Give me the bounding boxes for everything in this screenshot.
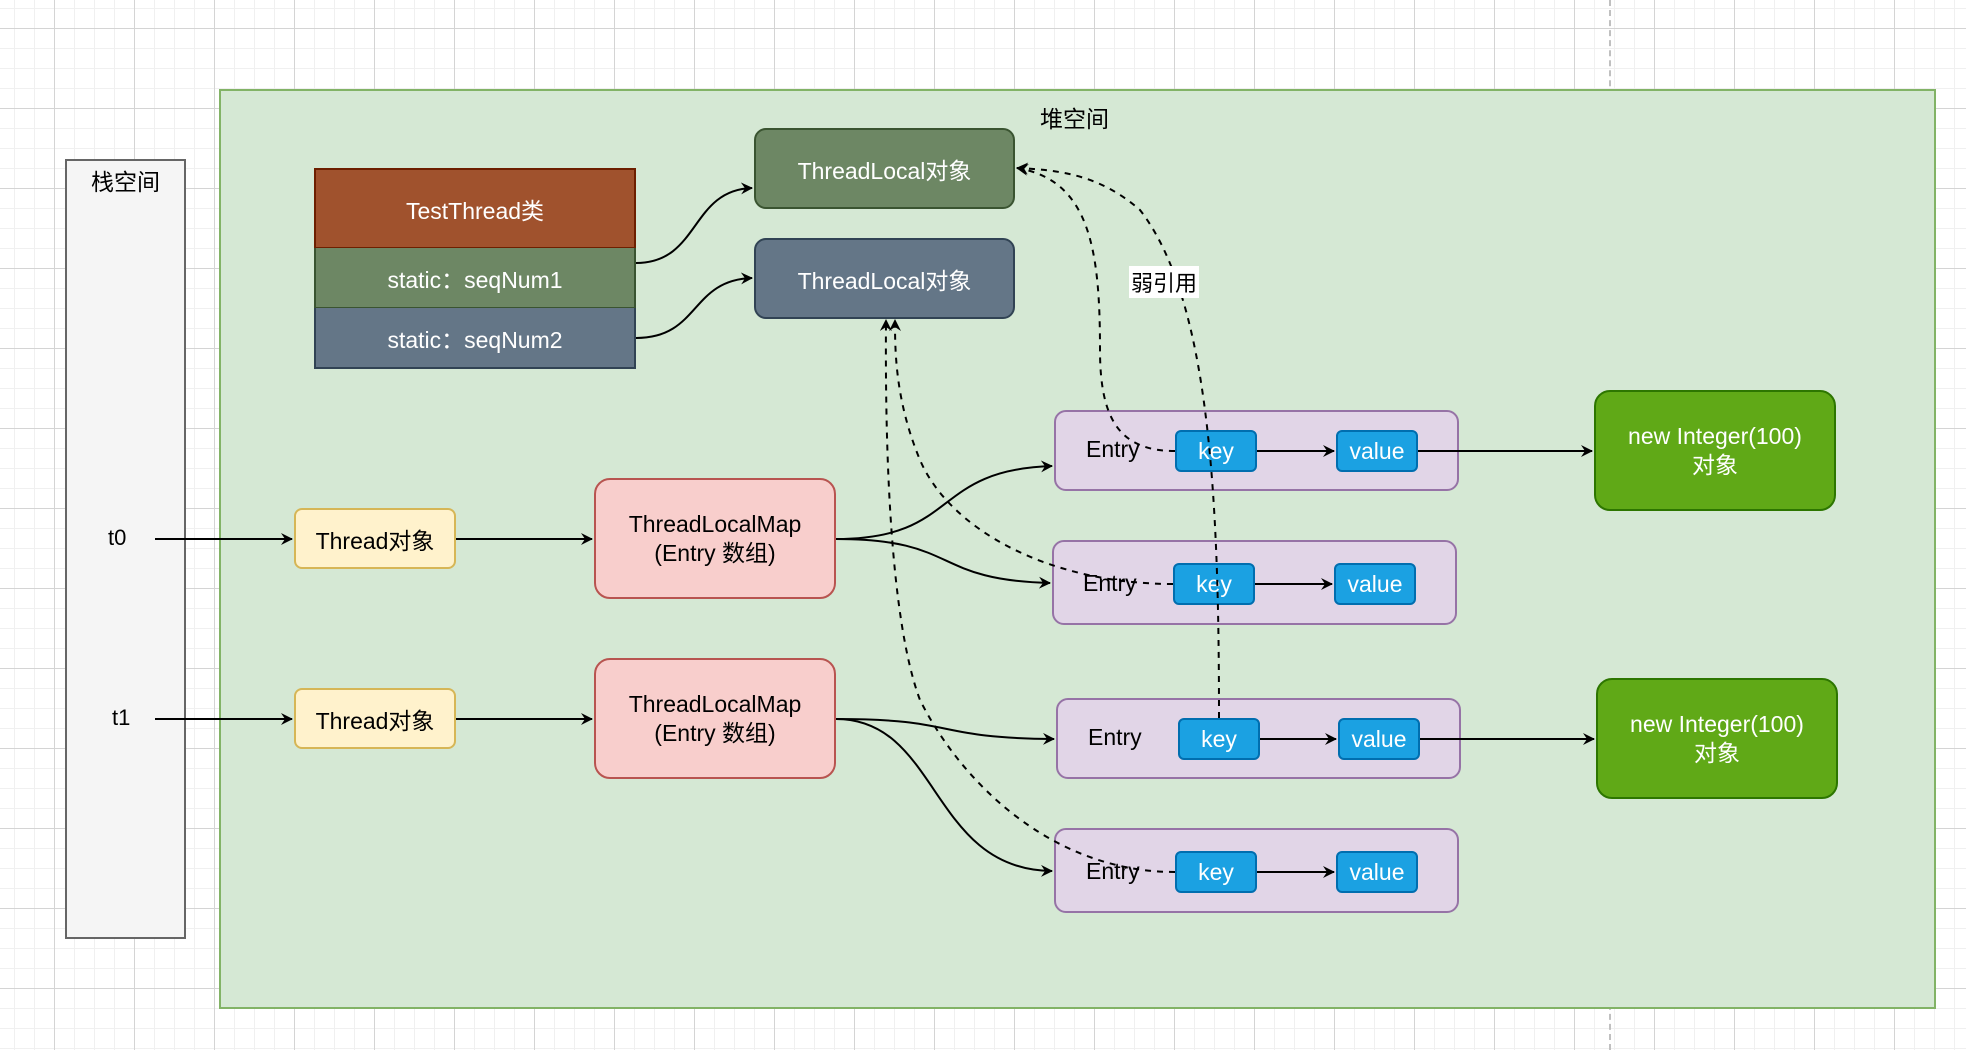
class-field-seqnum1[interactable]: static：seqNum1: [314, 248, 636, 309]
stack-space-title: 栈空间: [91, 169, 160, 195]
value-label: value: [1351, 725, 1407, 752]
key-label: key: [1196, 570, 1232, 597]
map-subtitle: (Entry 数组): [654, 719, 776, 746]
entry-label: Entry: [1086, 436, 1140, 462]
class-field-seqnum2[interactable]: static：seqNum2: [314, 308, 636, 369]
map-title: ThreadLocalMap: [628, 690, 802, 717]
integer-subtitle: 对象: [1693, 739, 1740, 766]
thread-object-t1[interactable]: Thread对象: [294, 688, 456, 749]
integer-object-2[interactable]: new Integer(100)对象: [1596, 678, 1838, 799]
entry-key-4[interactable]: key: [1175, 851, 1257, 893]
class-title: TestThread类: [405, 197, 545, 224]
threadlocalmap-t1[interactable]: ThreadLocalMap(Entry 数组): [594, 658, 836, 779]
thread-label: Thread对象: [315, 707, 435, 734]
integer-subtitle: 对象: [1691, 451, 1738, 478]
thread-var-t0: t0: [108, 525, 127, 550]
threadlocal-label: ThreadLocal对象: [797, 157, 972, 184]
key-label: key: [1201, 725, 1237, 752]
value-label: value: [1347, 570, 1403, 597]
entry-value-2[interactable]: value: [1334, 563, 1416, 605]
threadlocalmap-t0[interactable]: ThreadLocalMap(Entry 数组): [594, 478, 836, 599]
entry-label: Entry: [1088, 724, 1142, 750]
class-box-header[interactable]: TestThread类: [314, 168, 636, 249]
key-label: key: [1198, 858, 1234, 885]
entry-label: Entry: [1083, 570, 1137, 596]
entry-label: Entry: [1086, 858, 1140, 884]
integer-object-1[interactable]: new Integer(100)对象: [1594, 390, 1836, 511]
map-subtitle: (Entry 数组): [654, 539, 776, 566]
thread-object-t0[interactable]: Thread对象: [294, 508, 456, 569]
value-label: value: [1349, 858, 1405, 885]
integer-title: new Integer(100): [1630, 710, 1804, 737]
field-label: static：seqNum2: [387, 326, 563, 353]
entry-value-1[interactable]: value: [1336, 430, 1418, 472]
threadlocal-object-1[interactable]: ThreadLocal对象: [754, 128, 1015, 209]
threadlocal-label: ThreadLocal对象: [797, 267, 972, 294]
threadlocal-object-2[interactable]: ThreadLocal对象: [754, 238, 1015, 319]
value-label: value: [1349, 437, 1405, 464]
thread-label: Thread对象: [315, 527, 435, 554]
map-title: ThreadLocalMap: [628, 510, 802, 537]
entry-key-1[interactable]: key: [1175, 430, 1257, 472]
entry-key-3[interactable]: key: [1178, 718, 1260, 760]
entry-key-2[interactable]: key: [1173, 563, 1255, 605]
stack-space-container[interactable]: [65, 159, 186, 939]
field-label: static：seqNum1: [387, 266, 563, 293]
entry-value-3[interactable]: value: [1338, 718, 1420, 760]
key-label: key: [1198, 437, 1234, 464]
heap-space-title: 堆空间: [1040, 106, 1109, 132]
thread-var-t1: t1: [112, 705, 131, 730]
entry-value-4[interactable]: value: [1336, 851, 1418, 893]
weak-reference-label: 弱引用: [1129, 266, 1200, 298]
integer-title: new Integer(100): [1628, 422, 1802, 449]
